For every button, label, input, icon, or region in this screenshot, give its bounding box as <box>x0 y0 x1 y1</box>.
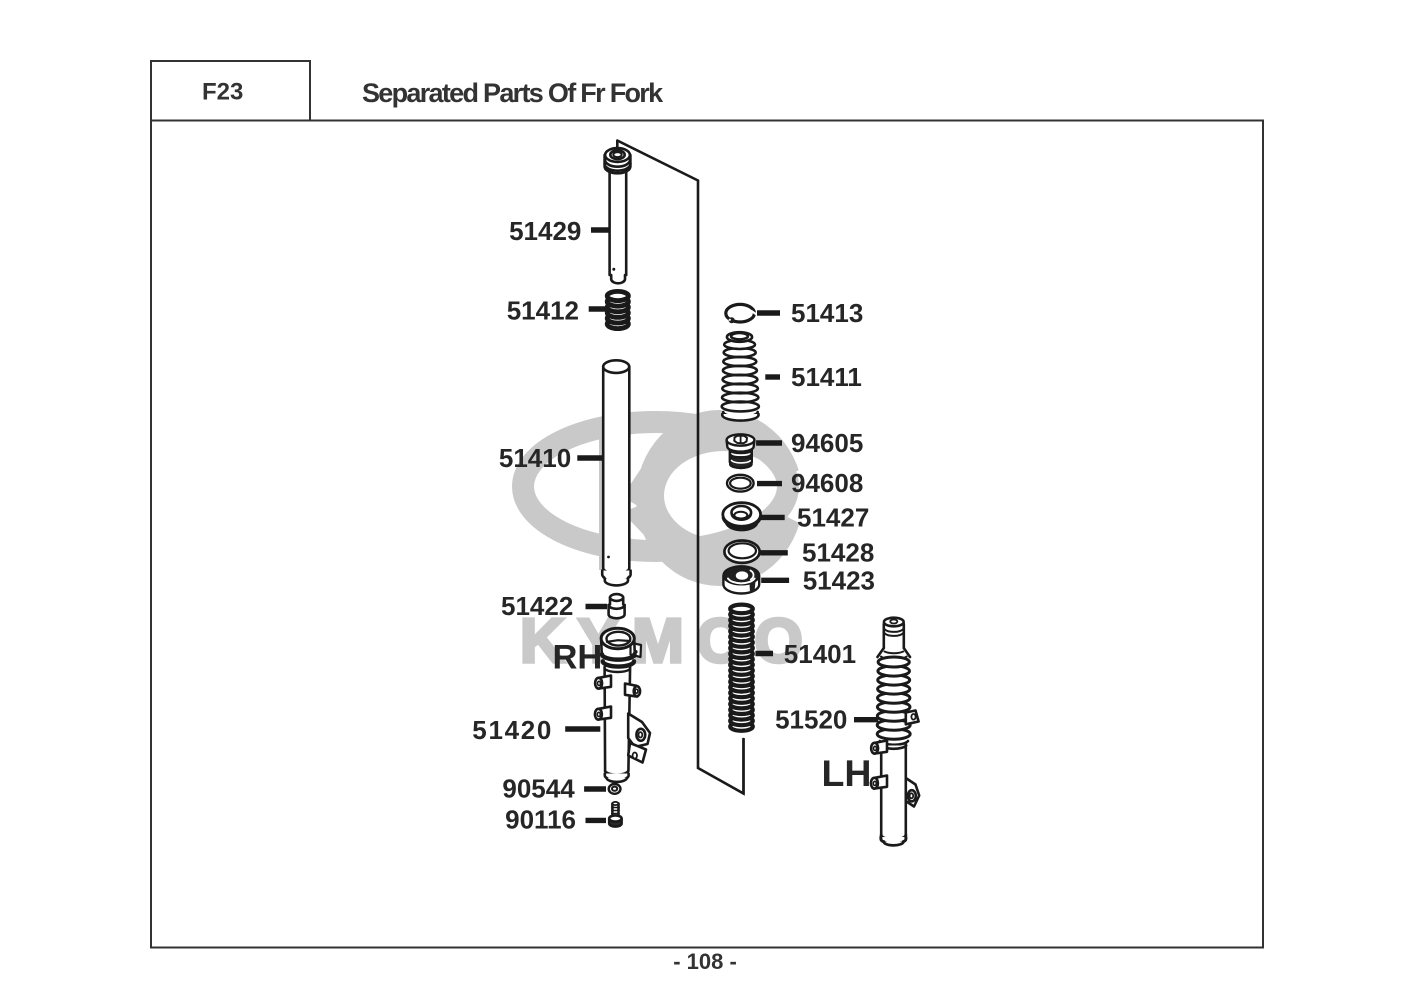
svg-text:51423: 51423 <box>803 566 875 596</box>
svg-text:51520: 51520 <box>775 705 847 735</box>
svg-text:94605: 94605 <box>791 428 863 458</box>
svg-text:51422: 51422 <box>501 591 573 621</box>
svg-text:51410: 51410 <box>499 443 571 473</box>
svg-text:51411: 51411 <box>791 362 862 392</box>
svg-text:90116: 90116 <box>505 805 576 835</box>
svg-text:51428: 51428 <box>802 538 874 568</box>
svg-text:LH: LH <box>822 752 872 794</box>
svg-text:51413: 51413 <box>791 298 863 328</box>
svg-text:51401: 51401 <box>784 639 856 669</box>
svg-text:94608: 94608 <box>791 468 863 498</box>
svg-text:RH: RH <box>553 639 603 677</box>
svg-text:51412: 51412 <box>507 296 579 326</box>
svg-text:90544: 90544 <box>502 774 575 804</box>
svg-text:51427: 51427 <box>797 503 869 533</box>
svg-text:51420: 51420 <box>472 715 553 745</box>
svg-text:- 108 -: - 108 - <box>673 949 737 974</box>
svg-text:Separated Parts Of Fr Fork: Separated Parts Of Fr Fork <box>362 78 664 108</box>
svg-text:51429: 51429 <box>509 216 581 246</box>
svg-text:F23: F23 <box>202 79 243 106</box>
svg-text:KYMCO: KYMCO <box>520 607 816 676</box>
